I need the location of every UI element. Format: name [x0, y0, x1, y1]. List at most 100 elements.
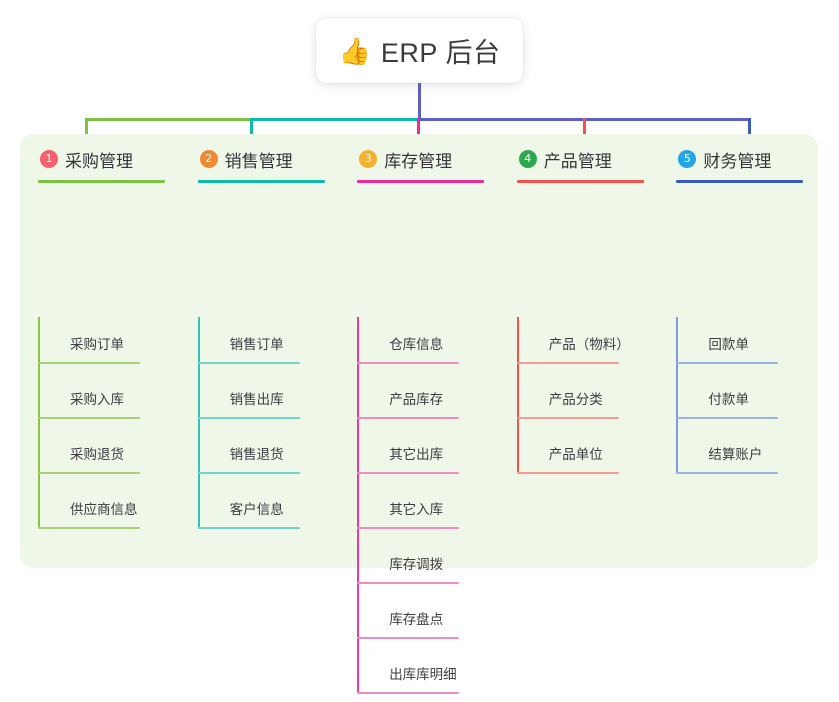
item-underline	[357, 637, 460, 639]
item-label: 销售退货	[229, 447, 284, 462]
item-label: 采购入库	[70, 392, 124, 407]
list-item[interactable]: 销售出库	[197, 372, 345, 427]
list-item[interactable]: 采购入库	[38, 372, 185, 427]
list-item[interactable]: 库存调拨	[357, 537, 504, 592]
item-label: 回款单	[708, 337, 749, 352]
column-underline	[38, 180, 165, 183]
item-label: 其它入库	[389, 502, 444, 517]
column-number-badge: 5	[678, 150, 697, 168]
item-label: 销售订单	[229, 337, 284, 352]
column-采购管理: 1 采购管理采购订单采购入库采购退货供应商信息	[20, 134, 180, 568]
item-underline	[357, 527, 460, 529]
item-underline	[676, 472, 779, 474]
page-title: ERP 后台	[380, 38, 501, 68]
column-underline	[357, 180, 485, 183]
column-title: 产品管理	[543, 151, 612, 171]
list-item[interactable]: 产品分类	[516, 372, 664, 427]
item-label: 其它出库	[389, 447, 444, 462]
item-label: 仓库信息	[389, 337, 444, 352]
item-underline	[38, 527, 140, 529]
list-item[interactable]: 供应商信息	[38, 482, 185, 537]
column-header[interactable]: 4 产品管理	[517, 144, 659, 174]
item-list: 仓库信息产品库存其它出库其它入库库存调拨库存盘点出库库明细	[357, 317, 504, 702]
item-list: 采购订单采购入库采购退货供应商信息	[38, 317, 185, 537]
column-spine	[197, 317, 200, 527]
item-label: 库存调拨	[389, 557, 444, 572]
item-underline	[197, 472, 300, 474]
column-title: 销售管理	[224, 151, 293, 171]
column-header[interactable]: 2 销售管理	[198, 144, 340, 174]
list-item[interactable]: 客户信息	[197, 482, 345, 537]
item-label: 产品分类	[548, 392, 603, 407]
item-underline	[197, 362, 300, 364]
item-underline	[38, 362, 140, 364]
item-underline	[357, 472, 460, 474]
item-underline	[357, 417, 460, 419]
item-underline	[516, 417, 619, 419]
item-underline	[676, 417, 779, 419]
column-header[interactable]: 5 财务管理	[676, 144, 818, 174]
item-label: 出库库明细	[389, 667, 457, 682]
column-header[interactable]: 1 采购管理	[38, 144, 180, 174]
item-underline	[516, 472, 619, 474]
item-underline	[38, 417, 140, 419]
column-产品管理: 4 产品管理产品（物料） 产品分类产品单位	[499, 134, 659, 568]
item-label: 付款单	[708, 392, 749, 407]
column-number-badge: 3	[359, 150, 378, 168]
item-list: 产品（物料） 产品分类产品单位	[516, 317, 664, 482]
list-item[interactable]: 销售订单	[197, 317, 345, 372]
item-underline	[197, 417, 300, 419]
column-container: 1 采购管理采购订单采购入库采购退货供应商信息 2 销售管理销售订单销售出库销售退货客…	[20, 134, 818, 694]
list-item[interactable]: 结算账户	[676, 427, 823, 482]
item-underline	[676, 362, 779, 364]
item-underline	[38, 472, 140, 474]
list-item[interactable]: 其它入库	[357, 482, 504, 537]
column-spine	[38, 317, 40, 527]
column-underline	[516, 180, 644, 183]
list-item[interactable]: 销售退货	[197, 427, 345, 482]
column-spine	[516, 317, 519, 472]
column-spine	[357, 317, 360, 692]
item-label: 供应商信息	[70, 502, 138, 517]
column-underline	[676, 180, 804, 183]
list-item[interactable]: 付款单	[676, 372, 823, 427]
item-label: 采购退货	[70, 447, 124, 462]
list-item[interactable]: 出库库明细	[357, 647, 504, 702]
list-item[interactable]: 采购订单	[38, 317, 185, 372]
list-item[interactable]: 仓库信息	[357, 317, 504, 372]
thumbs-up-icon: 👍	[338, 35, 371, 66]
item-underline	[357, 692, 460, 694]
list-item[interactable]: 产品库存	[357, 372, 504, 427]
item-label: 客户信息	[229, 502, 284, 517]
list-item[interactable]: 产品单位	[516, 427, 664, 482]
list-item[interactable]: 库存盘点	[357, 592, 504, 647]
column-number-badge: 1	[40, 150, 58, 168]
item-label: 产品单位	[548, 447, 603, 462]
column-spine	[676, 317, 679, 472]
column-number-badge: 2	[199, 150, 218, 168]
item-underline	[197, 527, 300, 529]
item-label: 采购订单	[70, 337, 124, 352]
column-title: 采购管理	[65, 151, 133, 171]
item-label: 销售出库	[229, 392, 284, 407]
item-underline	[357, 362, 460, 364]
column-销售管理: 2 销售管理销售订单销售出库销售退货客户信息	[180, 134, 340, 568]
item-label: 产品库存	[389, 392, 444, 407]
column-title: 库存管理	[384, 151, 453, 171]
item-underline	[357, 582, 460, 584]
column-number-badge: 4	[518, 150, 537, 168]
column-header[interactable]: 3 库存管理	[357, 144, 499, 174]
item-underline	[516, 362, 619, 364]
column-title: 财务管理	[703, 151, 772, 171]
list-item[interactable]: 其它出库	[357, 427, 504, 482]
diagram-panel	[20, 134, 818, 568]
column-underline	[197, 180, 325, 183]
root-node[interactable]: 👍 ERP 后台	[316, 18, 523, 83]
item-list: 回款单付款单结算账户	[676, 317, 823, 482]
list-item[interactable]: 产品（物料）	[516, 317, 664, 372]
item-label: 产品（物料）	[548, 337, 630, 352]
list-item[interactable]: 回款单	[676, 317, 823, 372]
list-item[interactable]: 采购退货	[38, 427, 185, 482]
